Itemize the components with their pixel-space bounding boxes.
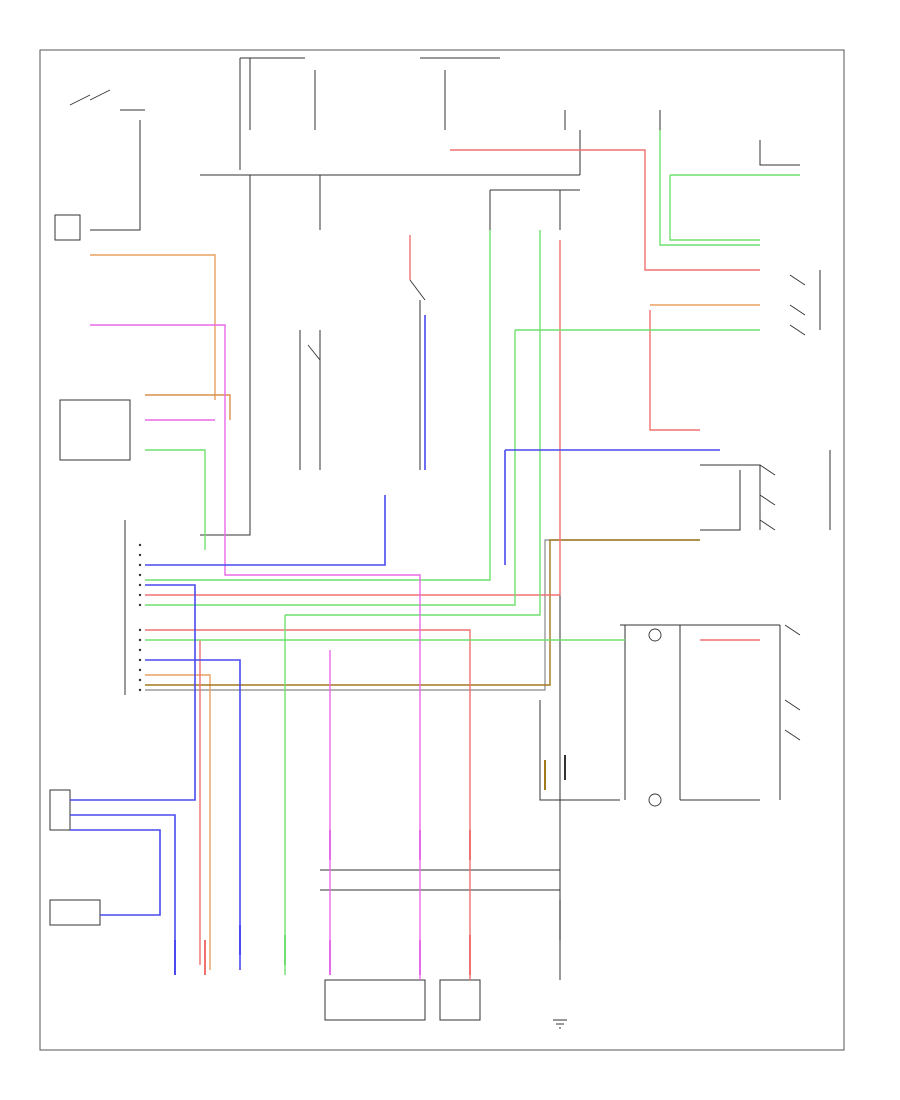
black-wires (49, 57, 831, 1021)
diagram-border (39, 49, 845, 1051)
switch-symbols (69, 89, 806, 807)
violet-wires (90, 324, 421, 980)
red-wires (145, 149, 760, 980)
green-wires (145, 130, 800, 975)
blue-wires (70, 315, 720, 970)
orange-wires (90, 254, 760, 970)
ecm-pins (138, 543, 142, 692)
connector-stubs (174, 755, 566, 975)
ground-symbol (553, 1019, 567, 1029)
